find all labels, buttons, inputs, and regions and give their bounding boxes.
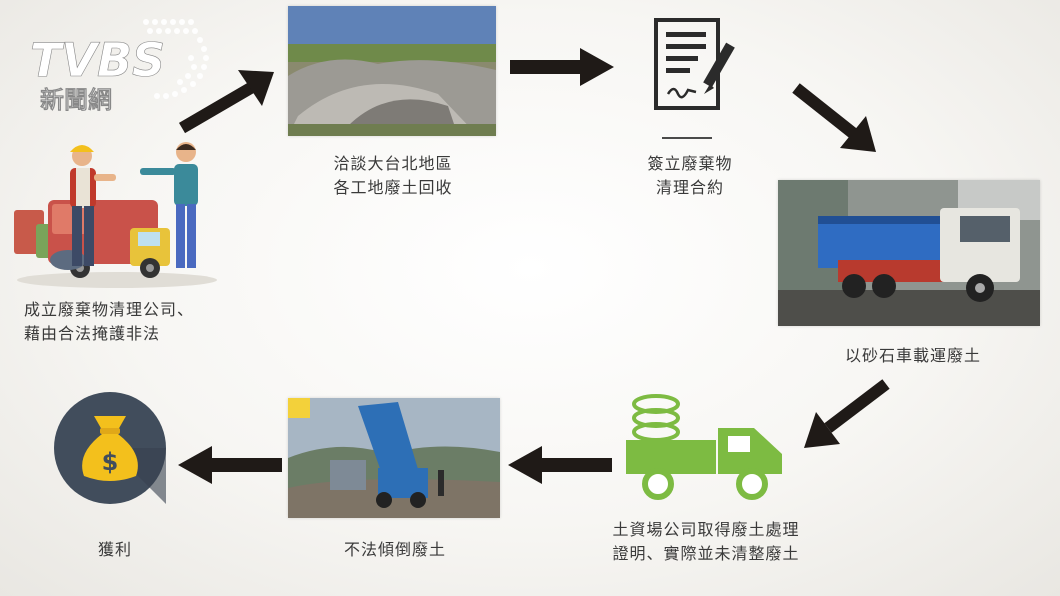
step-transport-label: 以砂石車載運廢土 <box>844 346 981 365</box>
arrow-down-right <box>790 82 880 158</box>
step-company-label: 成立廢棄物清理公司、 藉由合法掩護非法 <box>24 300 195 343</box>
step-negotiate-label: 洽談大台北地區 各工地廢土回收 <box>333 154 453 197</box>
tvbs-logo: TVBS 新聞網 <box>28 14 213 114</box>
illegal-dumping-photo <box>288 398 500 518</box>
green-truck-icon <box>622 394 790 502</box>
soil-pile-photo <box>288 6 496 136</box>
arrow-up-right <box>176 64 280 138</box>
money-bag-icon: $ <box>54 392 166 504</box>
contract-icon <box>648 16 742 116</box>
step-certificate-label: 土資場公司取得廢土處理 證明、實際並未清整廢土 <box>612 520 800 563</box>
svg-text:$: $ <box>102 448 119 476</box>
arrow-left-bottom <box>508 446 612 484</box>
step-contract-label: 簽立廢棄物 清理合約 <box>647 154 733 197</box>
arrow-right-top <box>510 48 614 86</box>
dump-truck-photo <box>778 180 1040 326</box>
arrow-left-final <box>178 446 282 484</box>
arrow-down-left <box>800 378 892 452</box>
company-illustration <box>10 140 225 290</box>
contract-divider <box>662 137 712 139</box>
logo-sub: 新聞網 <box>40 86 112 114</box>
logo-brand: TVBS <box>30 33 165 87</box>
step-dump-label: 不法傾倒廢土 <box>343 540 446 559</box>
step-profit-label: 獲利 <box>97 540 132 559</box>
